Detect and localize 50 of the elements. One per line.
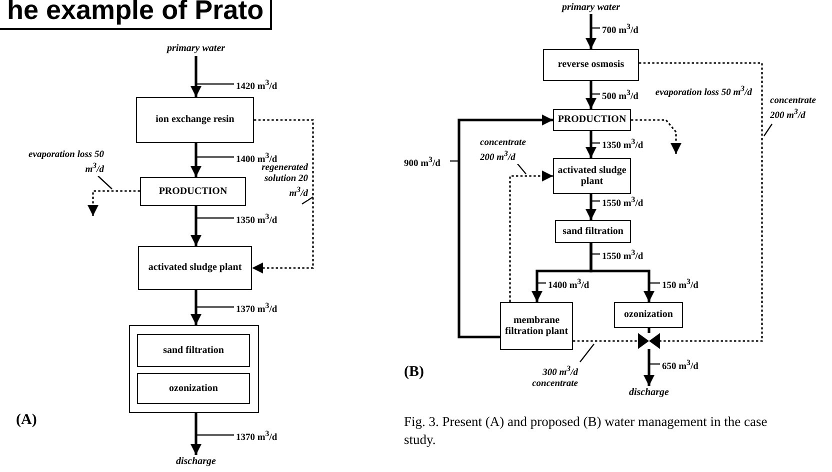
box-label: ozonization — [624, 309, 673, 321]
process-box — [137, 334, 250, 367]
panel-label: (B) — [404, 364, 424, 381]
process-box — [543, 49, 639, 81]
box-label: reverse osmosis — [558, 59, 624, 71]
process-box — [614, 302, 683, 328]
box-label: PRODUCTION — [558, 114, 626, 126]
flow-arrow — [252, 119, 314, 274]
stream-label: primary water — [150, 42, 242, 56]
figure-caption: Fig. 3. Present (A) and proposed (B) water management in the case study. — [404, 413, 768, 449]
flow-arrow — [458, 114, 553, 338]
box-label: activated sludge plant — [556, 164, 628, 188]
process-box — [137, 373, 250, 404]
process-box — [136, 97, 254, 143]
process-box — [553, 109, 631, 131]
flow-arrow — [190, 143, 202, 177]
box-label: sand filtration — [562, 226, 624, 238]
flow-arrow — [190, 290, 202, 325]
box-label: sand filtration — [163, 344, 224, 356]
flow-label: 1550 m$^{3}$/d — [602, 248, 644, 262]
flow-arrow — [586, 81, 596, 109]
flow-line — [573, 340, 638, 342]
box-label: ion exchange resin — [156, 114, 234, 126]
box-label: membrane filtration plant — [504, 314, 570, 338]
box-label: PRODUCTION — [158, 186, 228, 198]
box-label: activated sludge plant — [148, 262, 242, 274]
flow-arrow — [190, 56, 202, 97]
panel-label: (A) — [16, 412, 37, 429]
flow-arrow — [586, 194, 596, 220]
flow-arrow — [586, 131, 596, 158]
flow-arrow — [88, 190, 140, 216]
flow-line — [648, 328, 650, 333]
flow-arrow — [590, 243, 654, 302]
stream-label: primary water — [546, 1, 636, 14]
flow-arrow — [631, 119, 682, 154]
group-box — [129, 325, 259, 413]
process-box — [500, 302, 573, 350]
process-box — [555, 220, 631, 243]
flow-line — [639, 62, 763, 342]
flow-arrow — [190, 206, 202, 246]
process-box — [138, 246, 252, 290]
flow-arrow — [190, 413, 202, 455]
process-box — [140, 177, 246, 206]
box-label: ozonization — [169, 382, 218, 394]
process-box — [553, 158, 631, 194]
stream-label: discharge — [160, 455, 232, 469]
flow-arrow — [509, 170, 553, 302]
stream-label: discharge — [619, 386, 679, 400]
flow-arrow — [586, 14, 596, 49]
flow-arrow — [644, 349, 654, 386]
